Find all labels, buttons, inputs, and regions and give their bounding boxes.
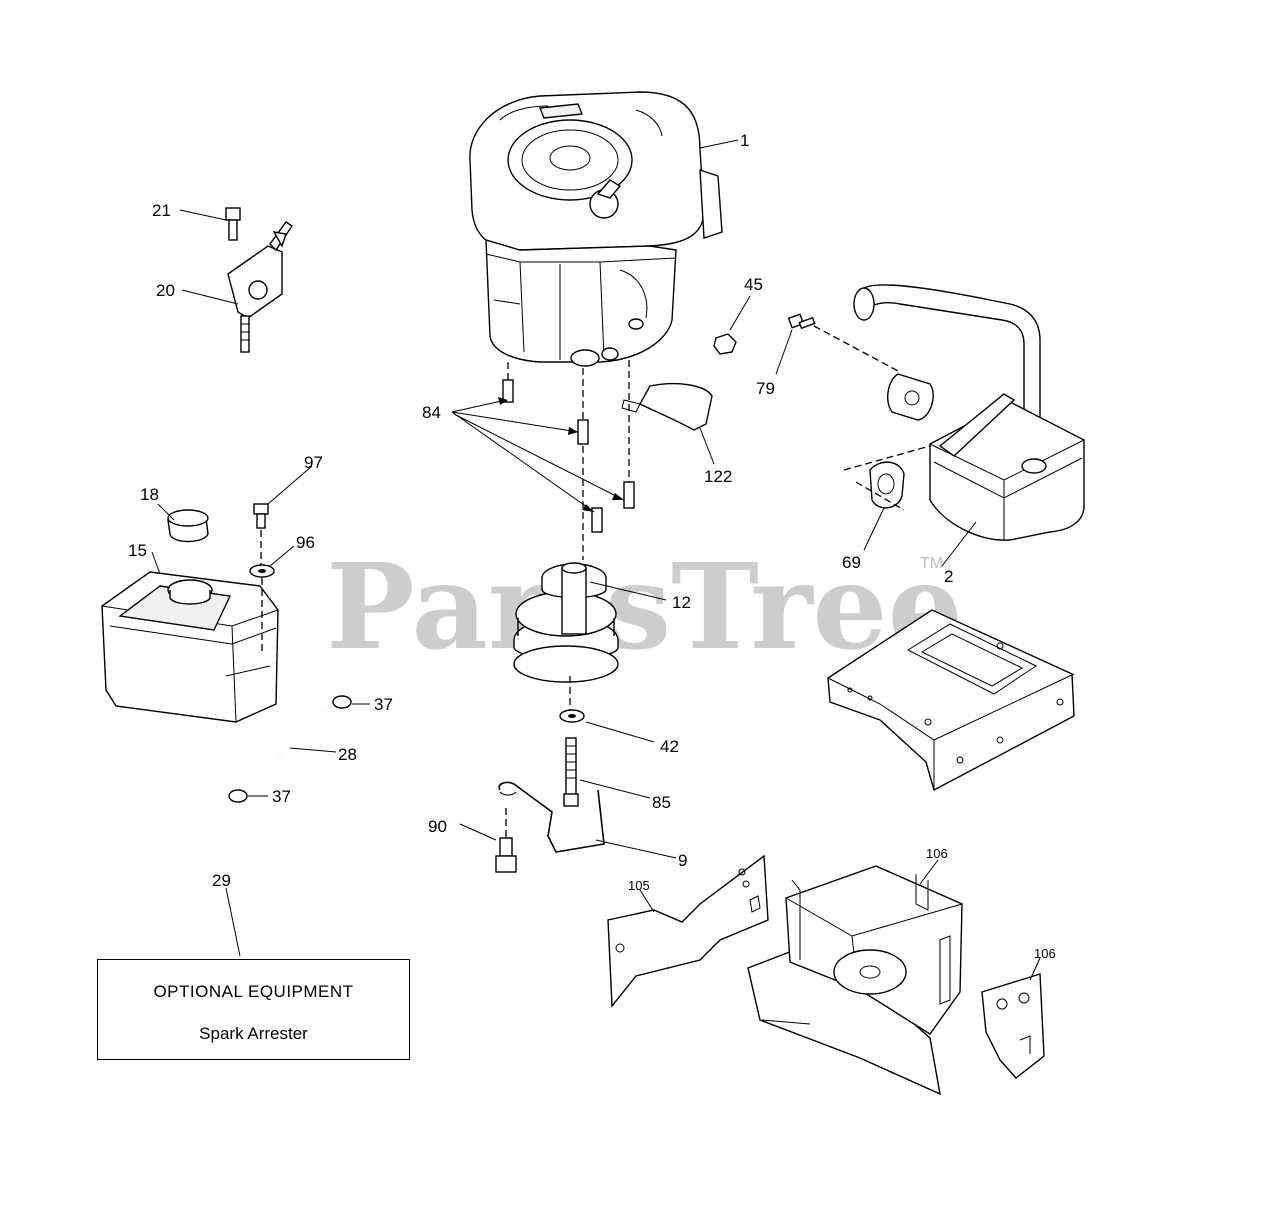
engine-mount-plate[interactable] (827, 609, 1075, 792)
optional-equipment-box[interactable]: OPTIONAL EQUIPMENT Spark Arrester (97, 959, 410, 1060)
callout-79[interactable]: 79 (756, 379, 775, 398)
clamp-37-upper[interactable] (332, 695, 352, 709)
dash-69b (855, 481, 905, 511)
dash-69a (843, 445, 931, 471)
callout-12[interactable]: 12 (672, 593, 691, 612)
screws-84[interactable] (502, 379, 635, 533)
heat-shield-122[interactable] (621, 382, 713, 431)
callout-20[interactable]: 20 (156, 281, 175, 300)
engine-assembly[interactable] (469, 91, 723, 367)
washer-42[interactable] (559, 709, 585, 723)
watermark-text: PartsTree (326, 537, 963, 676)
optional-equipment-item: Spark Arrester (199, 1024, 308, 1043)
callout-96[interactable]: 96 (296, 533, 315, 552)
optional-equipment-title: OPTIONAL EQUIPMENT (153, 982, 354, 1001)
callout-2[interactable]: 2 (944, 567, 953, 586)
callout-106-upper[interactable]: 106 (926, 846, 948, 861)
side-plate-105[interactable] (607, 854, 769, 1008)
callout-45[interactable]: 45 (744, 275, 763, 294)
callout-105[interactable]: 105 (628, 878, 650, 893)
screw-79[interactable] (787, 313, 816, 330)
callout-97[interactable]: 97 (304, 453, 323, 472)
dash-79 (813, 325, 901, 373)
throttle-control-bracket[interactable] (227, 221, 293, 353)
watermark-trademark: TM (920, 555, 943, 572)
callout-37-upper[interactable]: 37 (374, 695, 393, 714)
bolt-85[interactable] (563, 737, 579, 807)
callout-85[interactable]: 85 (652, 793, 671, 812)
engine-pan-108[interactable] (747, 865, 963, 1096)
arrowheads-84 (498, 397, 624, 512)
callout-1[interactable]: 1 (740, 131, 749, 150)
callout-18[interactable]: 18 (140, 485, 159, 504)
pulley-12[interactable] (513, 562, 619, 683)
bolt-90[interactable] (495, 837, 517, 873)
muffler-2[interactable] (853, 284, 1085, 541)
callout-28[interactable]: 28 (338, 745, 357, 764)
clamp-37-lower[interactable] (228, 789, 248, 803)
callout-90[interactable]: 90 (428, 817, 447, 836)
gasket-69[interactable] (869, 461, 905, 509)
callout-42[interactable]: 42 (660, 737, 679, 756)
callout-15[interactable]: 15 (128, 541, 147, 560)
fuel-line-28[interactable] (245, 703, 335, 793)
bracket-106[interactable] (981, 973, 1045, 1079)
rod-9[interactable] (498, 781, 605, 853)
washer-96[interactable] (249, 564, 275, 578)
callout-69[interactable]: 69 (842, 553, 861, 572)
callout-84[interactable]: 84 (422, 403, 441, 422)
callout-122[interactable]: 122 (704, 467, 732, 486)
screw-21[interactable] (225, 207, 241, 241)
fuel-cap-18[interactable] (167, 509, 209, 543)
leader-lines (151, 139, 1041, 981)
callout-21[interactable]: 21 (152, 201, 171, 220)
screw-97[interactable] (253, 503, 269, 529)
callout-labels: 1 2 9 12 15 18 20 21 28 37 37 42 45 69 7… (128, 131, 1056, 961)
fuel-tank-15[interactable] (101, 571, 279, 723)
callout-29[interactable]: 29 (212, 871, 231, 890)
callout-9[interactable]: 9 (678, 851, 687, 870)
nut-45[interactable] (713, 333, 737, 355)
callout-37-lower[interactable]: 37 (272, 787, 291, 806)
callout-106-lower[interactable]: 106 (1034, 946, 1056, 961)
